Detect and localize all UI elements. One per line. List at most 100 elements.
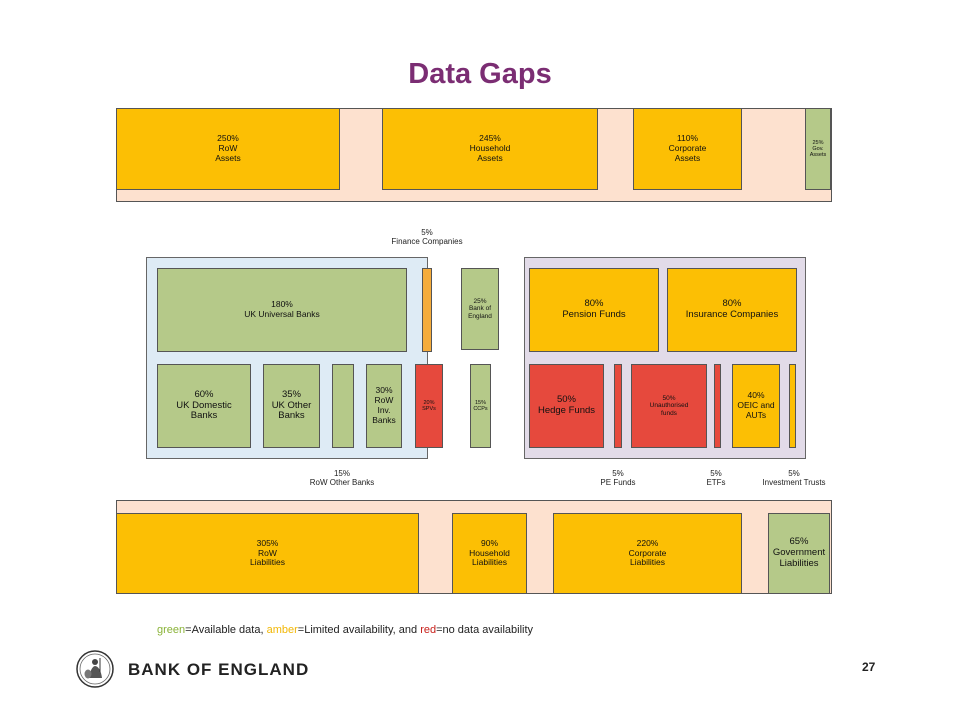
row-liabilities-box: 305% RoW Liabilities (116, 513, 419, 594)
britannia-seal-icon (76, 650, 114, 688)
etfs-box (714, 364, 721, 448)
pension-pct: 80% (584, 298, 604, 310)
row-inv-line2: Inv. (377, 405, 391, 415)
etfs-name: ETFs (706, 478, 726, 488)
pension-funds-box: 80% Pension Funds (529, 268, 659, 352)
insurance-name: Insurance Companies (685, 309, 779, 320)
uk-other-banks-box: 35% UK Other Banks (263, 364, 320, 448)
unauthorised-pct: 50% (662, 394, 676, 402)
uk-universal-pct: 180% (271, 299, 293, 310)
uk-other-line2: Banks (278, 410, 305, 422)
row-assets-line2: Assets (215, 152, 241, 163)
uk-other-line1: UK Other (271, 399, 312, 411)
corporate-assets-pct: 110% (676, 133, 699, 144)
corporate-assets-line2: Assets (674, 152, 701, 163)
finance-companies-label: 5% Finance Companies (372, 228, 482, 246)
uk-domestic-line2: Banks (190, 410, 218, 422)
uk-other-pct: 35% (281, 388, 301, 400)
unauthorised-funds-box: 50% Unauthorised funds (631, 364, 707, 448)
uk-domestic-banks-box: 60% UK Domestic Banks (157, 364, 251, 448)
uk-domestic-pct: 60% (194, 388, 214, 400)
boe-line2: England (468, 312, 492, 320)
hedge-pct: 50% (556, 394, 576, 406)
corporate-assets-box: 110% Corporate Assets (633, 108, 742, 190)
household-assets-line1: Household (469, 143, 511, 154)
hedge-funds-box: 50% Hedge Funds (529, 364, 604, 448)
household-liabilities-box: 90% Household Liabilities (452, 513, 527, 594)
row-inv-line3: Banks (372, 414, 396, 425)
gov-assets-line2: Assets (809, 152, 827, 159)
row-assets-pct: 250% (217, 133, 239, 144)
spvs-box: 20% SPVs (415, 364, 443, 448)
row-other-banks-pct: 15% (333, 469, 350, 478)
boe-pct: 25% (473, 297, 487, 305)
bank-of-england-box: 25% Bank of England (461, 268, 499, 350)
pe-funds-pct: 5% (612, 469, 624, 478)
etfs-label: 5% ETFs (694, 469, 738, 487)
page-title: Data Gaps (408, 58, 552, 90)
gov-liab-line2: Liabilities (779, 557, 819, 569)
spvs-name: SPVs (422, 406, 436, 412)
row-inv-banks-box: 30% RoW Inv. Banks (366, 364, 402, 448)
pe-funds-box (614, 364, 622, 448)
ccps-name: CCPs (473, 406, 488, 412)
gov-liab-pct: 65% (789, 536, 809, 548)
corporate-liab-line1: Corporate (628, 547, 667, 558)
ccps-box: 15% CCPs (470, 364, 491, 448)
insurance-companies-box: 80% Insurance Companies (667, 268, 797, 352)
gov-assets-line1: Gov. (812, 145, 824, 152)
legend-green-text: =Available data, (185, 624, 267, 636)
household-liab-line2: Liabilities (472, 557, 507, 568)
household-liab-line1: Household (469, 547, 510, 558)
row-liab-pct: 305% (256, 537, 279, 548)
corporate-liab-line2: Liabilities (630, 557, 665, 568)
uk-domestic-line1: UK Domestic (176, 399, 232, 411)
pe-funds-name: PE Funds (600, 478, 636, 488)
ccps-pct: 15% (474, 399, 486, 406)
corporate-liab-pct: 220% (636, 537, 659, 548)
investment-trusts-box (789, 364, 796, 448)
unauthorised-line1: Unauthorised (649, 402, 689, 410)
legend-amber-text: =Limited availability, and (297, 624, 421, 636)
uk-universal-name: UK Universal Banks (244, 309, 320, 319)
oeic-line1: OEIC and (737, 400, 775, 411)
pension-name: Pension Funds (562, 309, 626, 320)
page-number: 27 (862, 660, 876, 674)
gov-assets-pct: 25% (812, 139, 824, 146)
legend-red-text: =no data availability (436, 624, 534, 636)
oeic-auts-box: 40% OEIC and AUTs (732, 364, 780, 448)
unauthorised-line2: funds (661, 409, 677, 417)
spvs-pct: 20% (423, 399, 435, 406)
etfs-pct: 5% (710, 469, 722, 478)
hedge-name: Hedge Funds (537, 405, 596, 416)
oeic-pct: 40% (747, 390, 765, 401)
finance-companies-box (422, 268, 432, 352)
corporate-liabilities-box: 220% Corporate Liabilities (553, 513, 742, 594)
household-assets-pct: 245% (479, 133, 501, 144)
row-liab-line1: RoW (258, 547, 277, 558)
household-assets-box: 245% Household Assets (382, 108, 598, 190)
row-inv-pct: 30% (375, 385, 393, 396)
corporate-assets-line1: Corporate (668, 143, 707, 154)
legend-red-word: red (420, 624, 437, 636)
row-other-banks-box (332, 364, 354, 448)
gov-liab-line1: Government (772, 547, 826, 559)
legend-green-word: green (157, 624, 186, 636)
row-inv-line1: RoW (374, 395, 394, 406)
legend-amber-word: amber (266, 624, 298, 636)
row-assets-box: 250% RoW Assets (116, 108, 340, 190)
uk-universal-banks-box: 180% UK Universal Banks (157, 268, 407, 352)
finance-companies-pct: 5% (421, 228, 433, 237)
legend: green=Available data, amber=Limited avai… (157, 624, 533, 636)
bank-of-england-wordmark: BANK OF ENGLAND (128, 660, 310, 679)
boe-line1: Bank of (468, 305, 492, 313)
insurance-pct: 80% (722, 298, 742, 310)
investment-trusts-name: Investment Trusts (762, 478, 826, 488)
household-assets-line2: Assets (477, 152, 503, 163)
pe-funds-label: 5% PE Funds (588, 469, 648, 487)
row-other-banks-name: RoW Other Banks (309, 478, 375, 488)
household-liab-pct: 90% (480, 537, 498, 548)
row-other-banks-label: 15% RoW Other Banks (290, 469, 394, 487)
government-liabilities-box: 65% Government Liabilities (768, 513, 830, 594)
oeic-line2: AUTs (745, 409, 767, 420)
